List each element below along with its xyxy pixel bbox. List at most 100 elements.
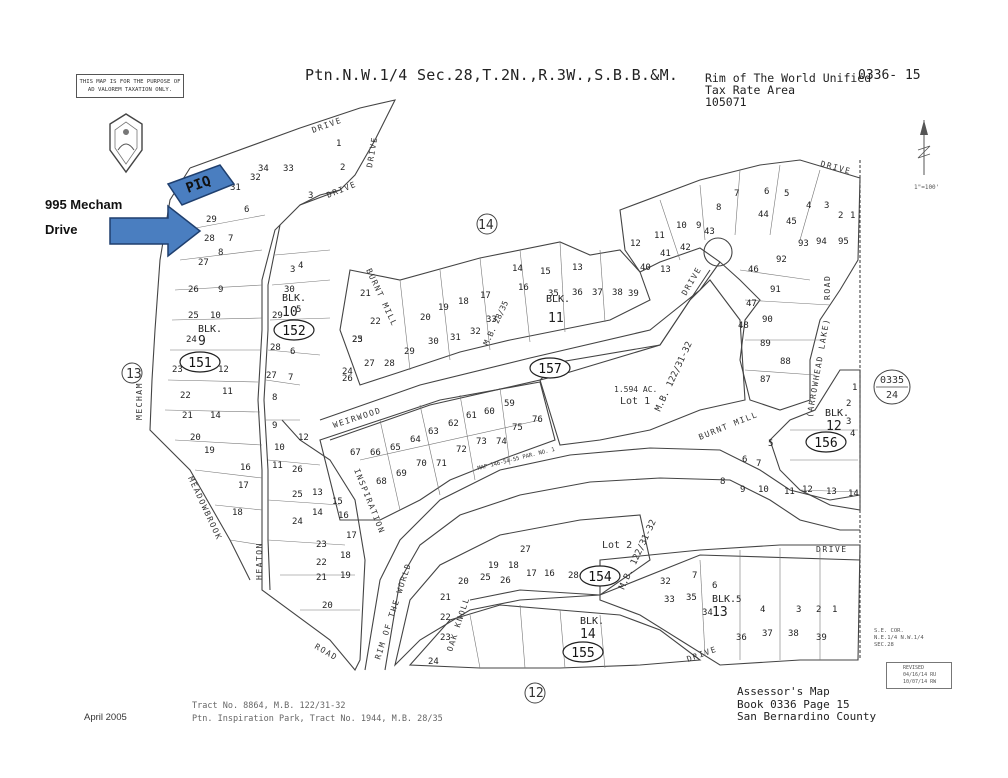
parcel-number: 36 [736,633,747,643]
page-156: 156 [814,436,837,451]
parcel-number: 21 [440,593,451,603]
street-meadowbrook: MEADOWBROOK [186,475,224,542]
parcel-number: 8 [720,477,725,487]
page-154: 154 [588,570,612,585]
street-arrowhead-lake: (ARROWHEAD LAKE) [805,317,831,418]
parcel-number: 34 [702,608,713,618]
blk9-number: 9 [198,334,206,349]
parcel-number: 28 [270,343,281,353]
parcel-number: 18 [232,508,243,518]
north-arrow-icon [917,120,931,175]
parcel-number: 10 [758,485,769,495]
revised-date-1: 04/16/14 RU [903,672,937,678]
parcel-number: 23 [440,633,451,643]
parcel-number: 33 [486,315,497,325]
parcel-number: 3 [308,191,313,201]
parcel-number: 4 [298,261,303,271]
parcel-number: 72 [456,445,467,455]
corner-note-line: SEC.28 [874,642,894,648]
parcel-number: 35 [548,289,559,299]
parcel-number: 95 [838,237,849,247]
drive-north-line [299,189,341,206]
street-drive-north-3: DRIVE [325,180,358,200]
parcel-number: 17 [346,531,357,541]
parcel-number: 13 [312,488,323,498]
street-burnt-mill-east: BURNT MILL [697,410,759,442]
parcel-number: 35 [686,593,697,603]
disclaimer-box: THIS MAP IS FOR THE PURPOSE OF AD VALORE… [76,74,184,98]
parcel-number: 39 [628,289,639,299]
assessor-map-title: Assessor's Map [737,685,830,698]
parcel-number: 4 [760,605,765,615]
parcel-number: 8 [272,393,277,403]
adjacent-page-east-parcel: 24 [886,390,898,401]
parcel-number: 32 [660,577,671,587]
parcel-number: 32 [250,173,261,183]
revised-box: REVISED 04/16/14 RU 10/07/14 RW [886,662,952,689]
parcel-number: 47 [746,299,757,309]
tract-notes: Tract No. 8864, M.B. 122/31-32 Ptn. Insp… [192,700,443,726]
parcel-number: 10 [210,311,221,321]
page-ovals [179,319,847,663]
parcel-number: 19 [488,561,499,571]
parcel-number: 7 [288,373,293,383]
parcel-number: 64 [410,435,421,445]
parcel-number: 67 [350,448,361,458]
parcel-number: 25 [480,573,491,583]
northeast-block-boundary [619,159,861,411]
assessor-book-page: Book 0336 Page 15 [737,697,850,711]
parcel-number: 14 [312,508,323,518]
blk14-number: 14 [580,627,596,642]
parcel-number: 2 [846,399,851,409]
parcel-number: 26 [188,285,199,295]
parcel-number: 70 [416,459,427,469]
parcel-number: 29 [272,311,283,321]
parcel-number: 1 [850,211,855,221]
parcel-number: 37 [762,629,773,639]
parcel-number: 9 [272,421,277,431]
page-157: 157 [538,362,561,377]
page-155: 155 [571,646,594,661]
parcel-number: 3 [796,605,801,615]
page-number: 0336- 15 [858,68,921,83]
adjacent-page-south: 12 [528,686,544,701]
adjacent-page-north: 14 [478,218,494,233]
parcel-number: 11 [222,387,233,397]
parcel-number: 31 [450,333,461,343]
parcel-number: 15 [540,267,551,277]
assessor-county: San Bernardino County [737,710,877,723]
parcel-number: 73 [476,437,487,447]
parcel-number: 41 [660,249,671,259]
parcel-number: 94 [816,237,827,247]
street-drive-east: DRIVE [816,545,848,554]
parcel-number: 16 [544,569,555,579]
parcel-number: 59 [504,399,515,409]
parcel-number: 23 [352,335,363,345]
parcel-number: 13 [660,265,671,275]
parcel-number: 28 [204,234,215,244]
parcel-number: 16 [518,283,529,293]
parcel-number: 18 [458,297,469,307]
street-drive-north-2: DRIVE [365,136,379,169]
parcel-number: 7 [228,234,233,244]
parcel-number: 5 [736,595,741,605]
parcel-number: 92 [776,255,787,265]
lot1-acres: 1.594 AC. [614,385,657,394]
parcel-number: 20 [420,313,431,323]
parcel-number: 44 [758,210,769,220]
center-block-boundary [319,381,556,521]
parcel-number: 16 [338,511,349,521]
center-ref: MAP 146-54-55 PAR. NO. 1 [477,447,556,472]
tract-note-1: Tract No. 8864, M.B. 122/31-32 [192,701,346,711]
revised-date-2: 10/07/14 RW [903,679,937,685]
district-name: Rim of The World Unified [705,71,872,85]
street-weirwood: WEIRWOOD [332,406,383,430]
parcel-number: 46 [748,265,759,275]
parcel-number: 88 [780,357,791,367]
parcel-number: 3 [824,201,829,211]
block-labels: BLK. 9 BLK. 10 BLK. 11 BLK. 12 BLK. 13 B… [198,293,849,642]
revised-label: REVISED [903,665,925,671]
parcel-number: 91 [770,285,781,295]
parcel-number: 68 [376,477,387,487]
parcel-number: 45 [786,217,797,227]
